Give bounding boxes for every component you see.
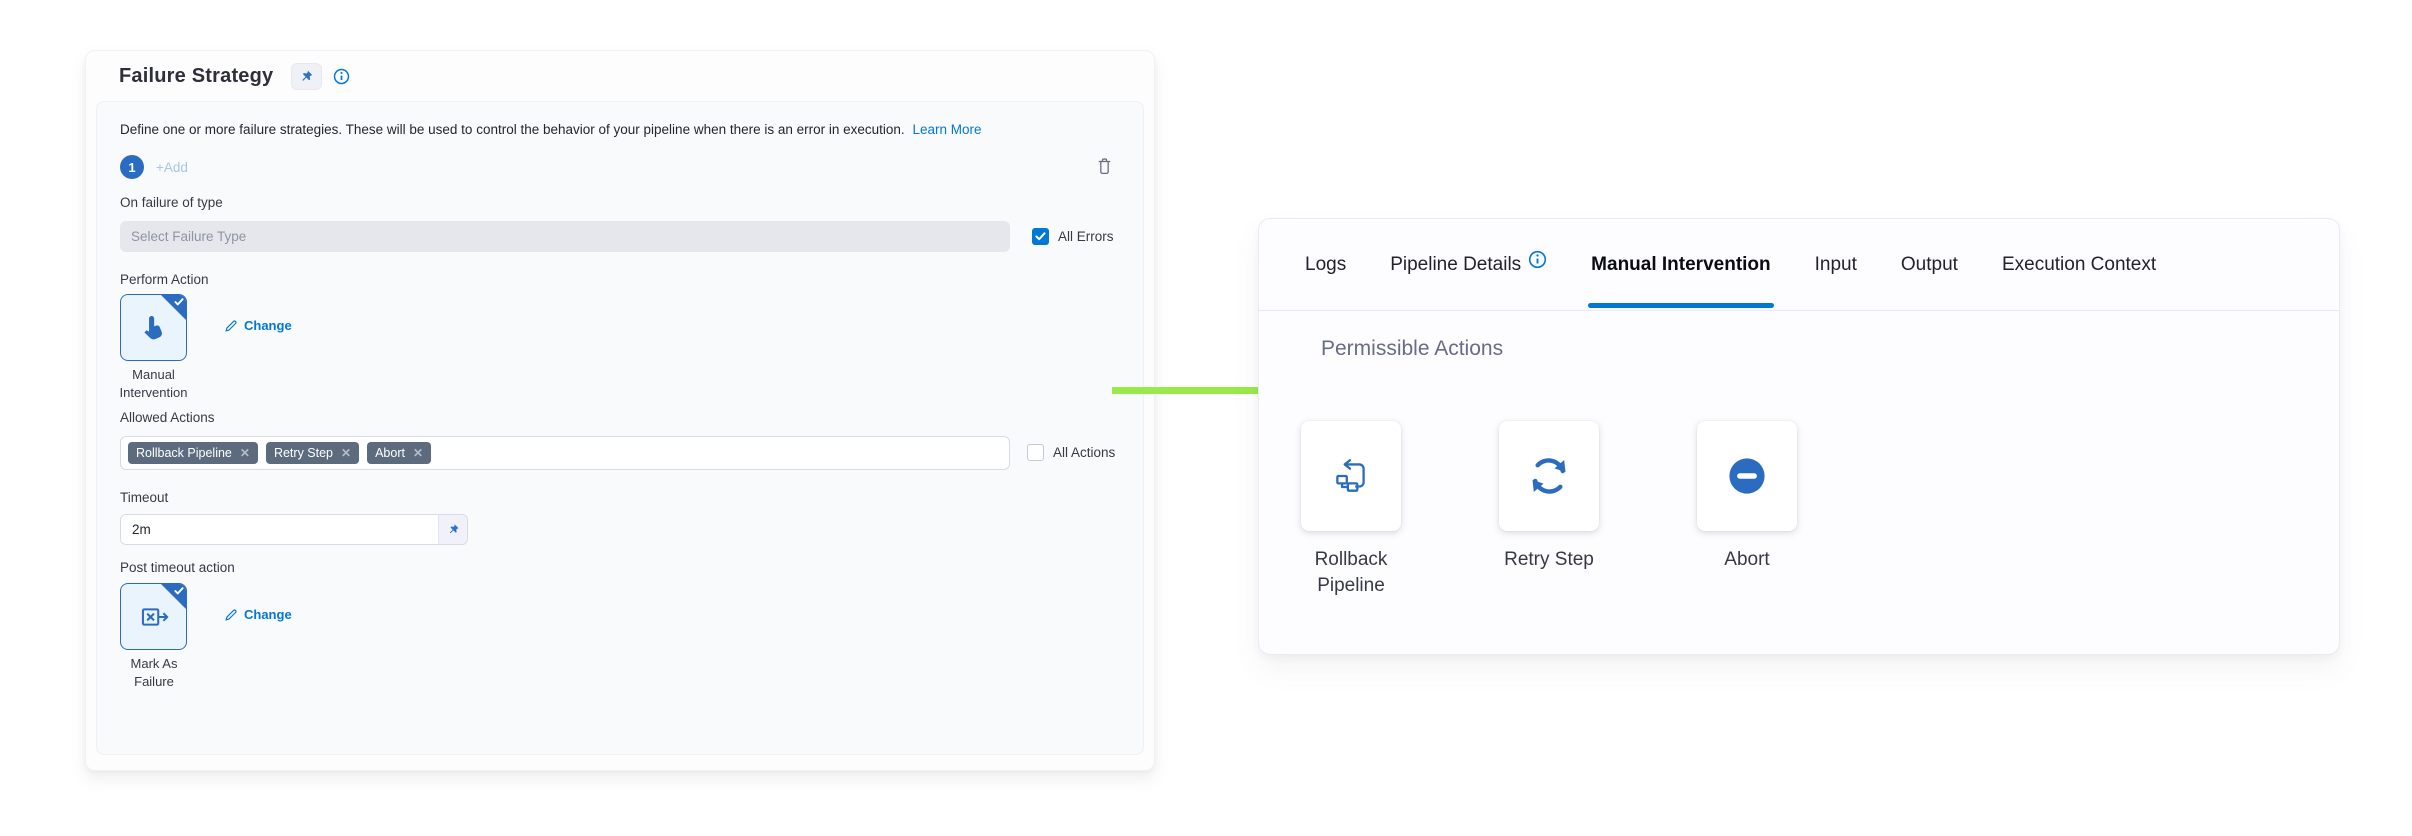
retry-step-label: Retry Step [1504, 549, 1594, 570]
active-tab-underline [1588, 303, 1774, 308]
retry-icon [1532, 458, 1566, 494]
tag-retry-step: Retry Step ✕ [265, 442, 360, 464]
timeout-field [120, 514, 468, 545]
abort-label: Abort [1724, 549, 1770, 570]
allowed-actions-label: Allowed Actions [120, 410, 215, 425]
timeout-label: Timeout [120, 490, 169, 505]
tab-logs[interactable]: Logs [1305, 253, 1347, 275]
all-actions-label: All Actions [1053, 445, 1116, 460]
delete-strategy-button[interactable] [1096, 157, 1113, 180]
tab-input[interactable]: Input [1814, 253, 1857, 275]
failure-strategy-panel: Failure Strategy Define one or more fail… [85, 50, 1155, 771]
change-perform-action-button[interactable]: Change [224, 318, 292, 333]
tab-execution-context[interactable]: Execution Context [2001, 253, 2157, 275]
retry-step-action-card[interactable] [1499, 421, 1599, 531]
failure-strategy-form: Define one or more failure strategies. T… [96, 101, 1144, 755]
pin-button[interactable] [291, 62, 323, 90]
strategy-description: Define one or more failure strategies. T… [120, 122, 982, 137]
mark-as-failure-icon [141, 607, 169, 626]
rollback-pipeline-icon [1336, 459, 1365, 492]
pencil-icon [225, 609, 237, 621]
trash-icon [1098, 158, 1111, 175]
perform-action-label: Perform Action [120, 272, 209, 287]
info-icon [1529, 250, 1547, 269]
all-errors-checkbox[interactable] [1032, 228, 1049, 245]
remove-tag-icon[interactable]: ✕ [412, 446, 424, 460]
info-icon[interactable] [333, 68, 350, 85]
pin-icon [449, 524, 459, 534]
post-timeout-label: Post timeout action [120, 560, 235, 575]
pointer-arrow-line [1112, 387, 1298, 394]
tag-rollback-pipeline: Rollback Pipeline ✕ [128, 442, 258, 464]
tab-manual-intervention[interactable]: Manual Intervention [1588, 219, 1774, 310]
details-tab-bar: Logs Pipeline Details Manual Interventio… [1259, 219, 2339, 311]
all-errors-option: All Errors [1032, 228, 1114, 245]
perform-action-card[interactable] [120, 294, 187, 361]
perform-action-name: Manual Intervention [119, 367, 188, 400]
tab-output[interactable]: Output [1900, 253, 1958, 275]
check-icon [1035, 232, 1046, 241]
remove-tag-icon[interactable]: ✕ [341, 446, 352, 460]
all-actions-checkbox[interactable] [1027, 444, 1044, 461]
timeout-input[interactable] [121, 515, 438, 544]
tab-pipeline-details[interactable]: Pipeline Details [1390, 219, 1547, 310]
learn-more-link[interactable]: Learn More [912, 122, 982, 137]
step-details-panel: Logs Pipeline Details Manual Interventio… [1258, 218, 2340, 655]
selected-check-icon [174, 298, 184, 306]
allowed-actions-input[interactable]: Rollback Pipeline ✕ Retry Step ✕ Abort ✕ [120, 436, 1010, 470]
abort-icon [1729, 458, 1765, 494]
add-strategy-button[interactable]: +Add [156, 159, 188, 175]
pin-icon [302, 70, 313, 81]
panel-title: Failure Strategy [119, 64, 274, 87]
rollback-pipeline-action-card[interactable] [1301, 421, 1401, 531]
failure-type-select[interactable]: Select Failure Type [120, 221, 1010, 252]
rollback-pipeline-label: Rollback Pipeline [1314, 549, 1388, 596]
pencil-icon [225, 320, 237, 332]
tag-abort: Abort ✕ [367, 442, 432, 464]
on-failure-label: On failure of type [120, 195, 223, 210]
abort-action-card[interactable] [1697, 421, 1797, 531]
timeout-pin-button[interactable] [438, 515, 467, 544]
post-timeout-action-name: Mark As Failure [130, 656, 178, 689]
strategy-list: 1 +Add [120, 155, 188, 179]
change-post-timeout-button[interactable]: Change [224, 607, 292, 622]
failure-strategy-header: Failure Strategy [86, 51, 1154, 101]
manual-intervention-icon [143, 315, 162, 339]
strategy-1-chip[interactable]: 1 [120, 155, 144, 179]
all-errors-label: All Errors [1058, 229, 1114, 244]
remove-tag-icon[interactable]: ✕ [239, 446, 250, 460]
selected-check-icon [174, 587, 184, 595]
post-timeout-action-card[interactable] [120, 583, 187, 650]
permissible-actions-heading: Permissible Actions [1321, 337, 1504, 360]
all-actions-option: All Actions [1027, 444, 1115, 461]
